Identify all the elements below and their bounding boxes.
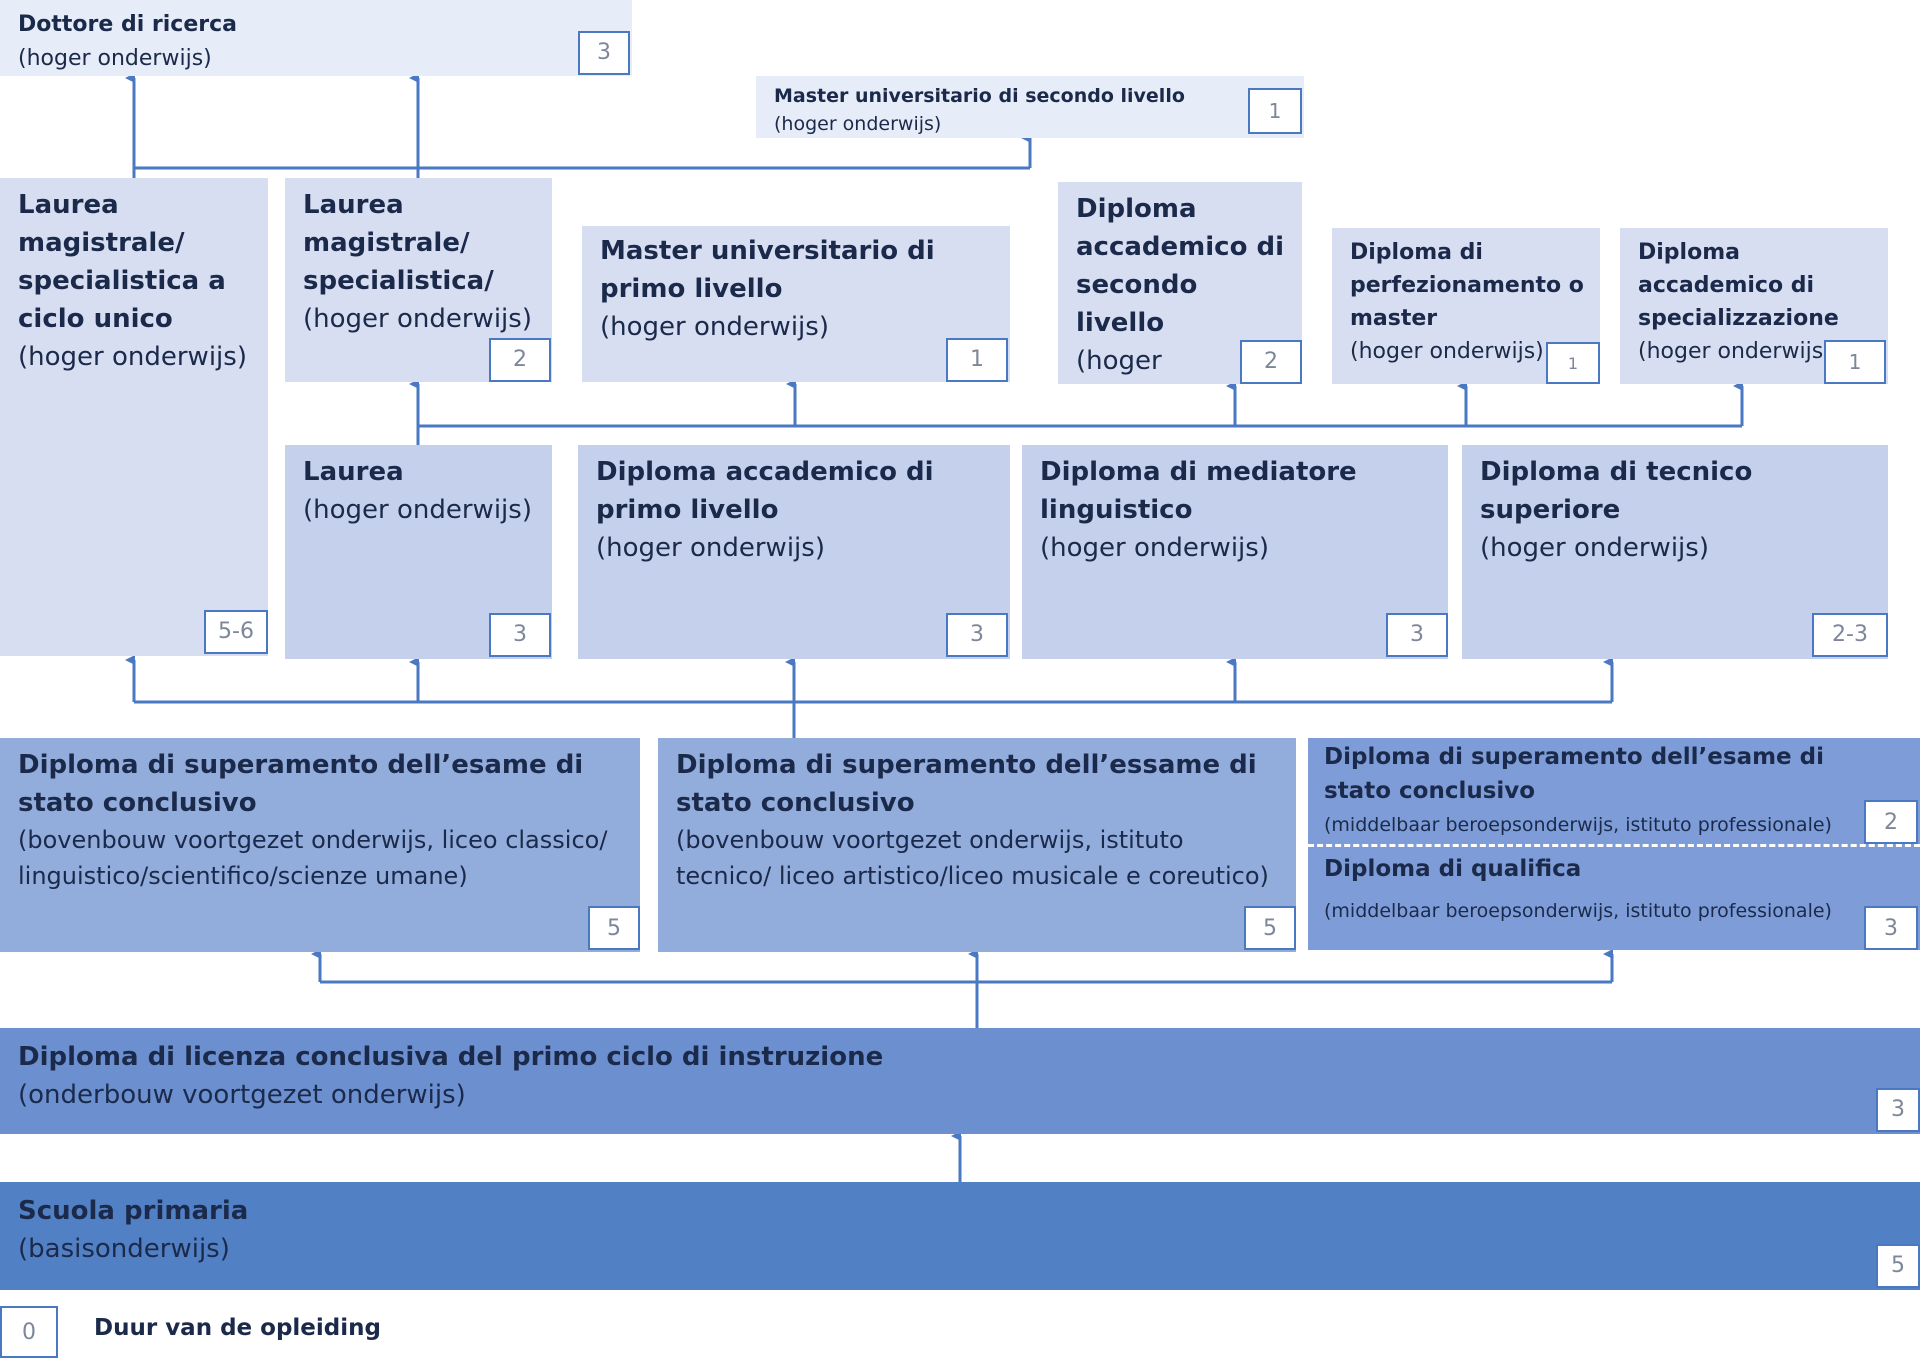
box-title: Diploma di perfezionamento o master [1350, 240, 1584, 331]
box-title: Scuola primaria [18, 1196, 249, 1226]
duration-badge: 5 [1244, 906, 1296, 950]
box-subtitle: (hoger onderwijs) [774, 113, 942, 135]
box-title: Dottore di ricerca [18, 12, 237, 37]
box-title: Diploma di qualifica [1324, 856, 1582, 882]
box-diploma-tecnico-superiore: Diploma di tecnico superiore (hoger onder… [1462, 445, 1888, 659]
box-subtitle: (bovenbouw voortgezet onderwijs, liceo c… [18, 826, 608, 890]
box-subtitle: (hoger onderwijs) [18, 46, 212, 71]
box-master-secondo-livello: Master universitario di secondo livello (… [756, 76, 1304, 138]
box-laurea-magistrale-ciclo-unico: Laurea magistrale/ specialistica a ciclo… [0, 178, 268, 656]
box-subtitle: (hoger onderwijs) [600, 312, 829, 342]
box-master-primo-livello: Master universitario di primo livello (ho… [582, 226, 1010, 382]
duration-badge: 3 [1864, 906, 1918, 950]
box-subtitle: (hoger onderwijs) [1076, 346, 1162, 376]
duration-badge: 1 [1546, 342, 1600, 384]
duration-badge: 3 [946, 613, 1008, 657]
box-title: Diploma di superamento dell’essame di st… [676, 750, 1257, 818]
duration-badge: 2-3 [1812, 613, 1888, 657]
box-subtitle: (hoger onderwijs) [596, 533, 825, 563]
legend-label: Duur van de opleiding [94, 1315, 381, 1341]
box-esame-stato-professionale: Diploma di superamento dell’esame di sta… [1324, 740, 1860, 840]
box-diploma-qualifica: Diploma di qualifica (middelbaar beroeps… [1324, 852, 1860, 926]
box-diploma-accademico-specializzazione: Diploma accademico di specializzazione (h… [1620, 228, 1888, 384]
duration-badge: 2 [1240, 340, 1302, 384]
box-title: Diploma di superamento dell’esame di sta… [18, 750, 584, 818]
duration-badge: 3 [489, 613, 551, 657]
box-subtitle: (bovenbouw voortgezet onderwijs, istitut… [676, 826, 1269, 890]
box-title: Laurea magistrale/ specialistica a ciclo… [18, 190, 226, 334]
box-diploma-mediatore-linguistico: Diploma di mediatore linguistico (hoger o… [1022, 445, 1448, 659]
box-subtitle: (middelbaar beroepsonderwijs, istituto p… [1324, 814, 1832, 836]
duration-badge: 1 [1824, 340, 1886, 384]
box-scuola-primaria: Scuola primaria (basisonderwijs) 5 [0, 1182, 1920, 1290]
box-subtitle: (hoger onderwijs) [1480, 533, 1709, 563]
box-title: Diploma accademico di primo livello [596, 457, 934, 525]
box-title: Diploma accademico di secondo livello [1076, 194, 1285, 338]
box-diploma-perfezionamento-master: Diploma di perfezionamento o master (hoge… [1332, 228, 1600, 384]
box-title: Diploma di mediatore linguistico [1040, 457, 1357, 525]
box-subtitle: (hoger onderwijs) [18, 342, 247, 372]
duration-badge: 2 [1864, 800, 1918, 844]
duration-badge: 3 [578, 31, 630, 75]
box-laurea: Laurea (hoger onderwijs) 3 [285, 445, 552, 659]
box-title: Diploma di superamento dell’esame di sta… [1324, 744, 1825, 804]
box-subtitle: (basisonderwijs) [18, 1234, 230, 1264]
box-esame-stato-tecnico: Diploma di superamento dell’essame di st… [658, 738, 1296, 952]
box-diploma-licenza: Diploma di licenza conclusiva del primo … [0, 1028, 1920, 1134]
duration-badge: 5 [588, 906, 640, 950]
legend-sample-badge: 0 [0, 1306, 58, 1358]
duration-badge: 1 [946, 338, 1008, 382]
duration-badge: 3 [1876, 1088, 1920, 1132]
box-diploma-accademico-secondo-livello: Diploma accademico di secondo livello (ho… [1058, 182, 1302, 384]
box-istituto-professionale: Diploma di superamento dell’esame di sta… [1308, 738, 1920, 950]
box-subtitle: (hoger onderwijs) [303, 495, 532, 525]
box-subtitle: (hoger onderwijs) [1638, 339, 1832, 364]
duration-badge: 1 [1248, 88, 1302, 134]
box-title: Diploma di licenza conclusiva del primo … [18, 1042, 884, 1072]
box-laurea-magistrale: Laurea magistrale/ specialistica/ (hoger … [285, 178, 552, 382]
duration-badge: 5-6 [204, 610, 268, 654]
box-title: Master universitario di primo livello [600, 236, 935, 304]
box-subtitle: (onderbouw voortgezet onderwijs) [18, 1080, 466, 1110]
duration-badge: 3 [1386, 613, 1448, 657]
box-diploma-accademico-primo-livello: Diploma accademico di primo livello (hoge… [578, 445, 1010, 659]
box-title: Laurea magistrale/ specialistica/ [303, 190, 494, 296]
box-title: Diploma di tecnico superiore [1480, 457, 1753, 525]
box-title: Laurea [303, 457, 404, 487]
dashed-divider [1308, 844, 1920, 847]
box-subtitle: (hoger onderwijs) [1350, 339, 1544, 364]
box-esame-stato-liceo: Diploma di superamento dell’esame di sta… [0, 738, 640, 952]
box-title: Master universitario di secondo livello [774, 85, 1185, 107]
box-subtitle: (hoger onderwijs) [303, 304, 532, 334]
box-subtitle: (hoger onderwijs) [1040, 533, 1269, 563]
box-dottore-di-ricerca: Dottore di ricerca (hoger onderwijs) 3 [0, 0, 632, 76]
duration-badge: 5 [1876, 1244, 1920, 1288]
box-subtitle: (middelbaar beroepsonderwijs, istituto p… [1324, 900, 1832, 922]
box-title: Diploma accademico di specializzazione [1638, 240, 1839, 331]
duration-badge: 2 [489, 338, 551, 382]
